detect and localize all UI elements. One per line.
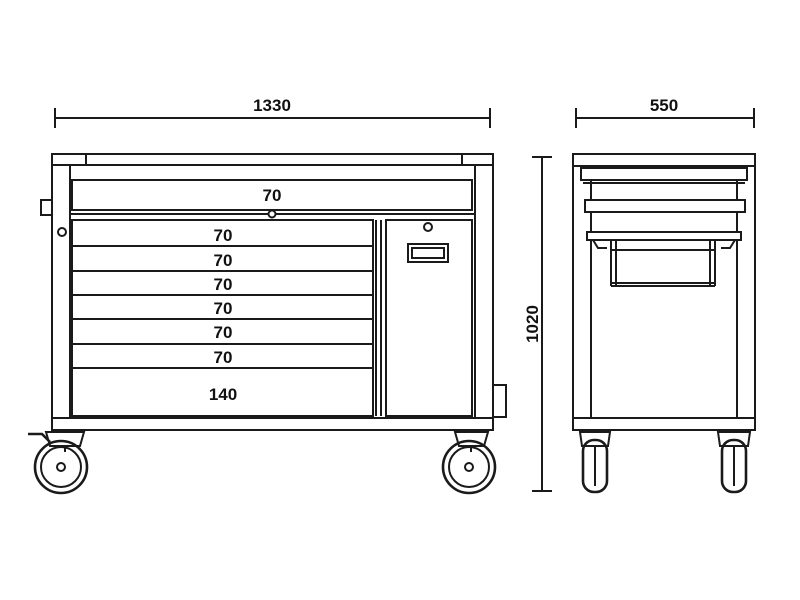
- side-base-rail: [572, 417, 756, 431]
- side-shelf-rail: [586, 231, 742, 241]
- side-top-drawer: [580, 167, 748, 181]
- side-handle-bar: [610, 240, 716, 287]
- drawer-height-label: 70: [214, 299, 233, 318]
- front-worktop: [51, 153, 494, 166]
- side-middle-rail: [584, 199, 746, 213]
- side-handle-stub: [40, 199, 53, 216]
- front-right-caster: [441, 431, 497, 495]
- width-dimension-label: 1330: [253, 96, 291, 115]
- depth-dimension-line: [575, 108, 755, 128]
- drawer-height-label: 140: [209, 385, 237, 404]
- width-dimension-line: [54, 108, 491, 128]
- side-bolt: [57, 227, 67, 237]
- drawer-height-label: 70: [214, 348, 233, 367]
- power-socket-box: [492, 384, 507, 418]
- front-left-post: [51, 164, 71, 431]
- depth-dimension-label: 550: [650, 96, 678, 115]
- cabinet-lock: [423, 222, 433, 232]
- front-right-post: [474, 164, 494, 431]
- side-worktop: [572, 153, 756, 167]
- side-view: 550: [572, 96, 756, 494]
- top-drawer-lock: [267, 209, 277, 219]
- height-dimension-label: 1020: [523, 305, 542, 343]
- drawer-height-label: 70: [214, 275, 233, 294]
- drawer-height-label: 70: [263, 186, 282, 205]
- side-left-caster: [578, 431, 612, 494]
- height-dimension-line: [532, 156, 552, 492]
- drawer-height-label: 70: [214, 323, 233, 342]
- front-left-caster: [28, 431, 89, 495]
- front-view: 1330: [28, 96, 507, 495]
- drawer-height-label: 70: [214, 251, 233, 270]
- side-right-caster: [716, 431, 752, 494]
- front-base-rail: [51, 417, 494, 431]
- drawer-height-label: 70: [214, 226, 233, 245]
